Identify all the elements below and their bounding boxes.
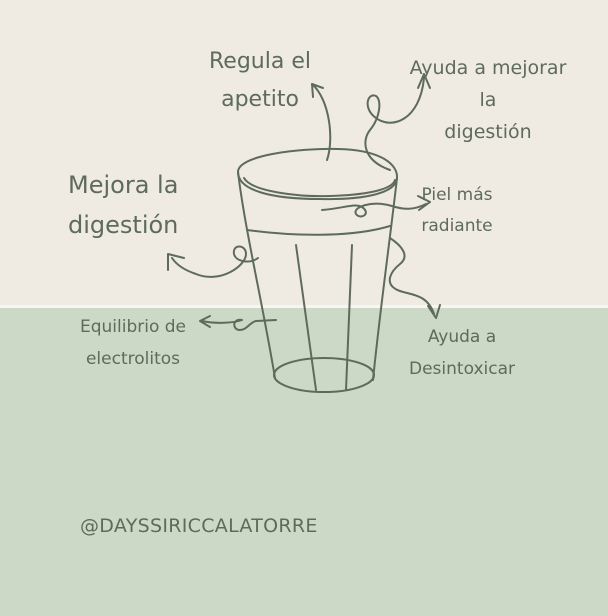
label-text: apetito	[221, 87, 299, 112]
label-text: Ayuda a	[427, 327, 497, 347]
glass-rib-left	[295, 244, 317, 391]
label-piel-radiante: Piel más radiante	[398, 180, 516, 242]
glass-rib-right	[345, 244, 353, 391]
label-ayuda-desintoxicar: Ayuda a Desintoxicar	[393, 321, 531, 385]
label-text: digestión	[68, 211, 179, 239]
glass-right-side	[372, 177, 398, 381]
label-ayuda-mejorar-digestion: Ayuda a mejorar la digestión	[388, 52, 588, 148]
glass-base	[273, 357, 375, 393]
label-mejora-digestion: Mejora la digestión	[60, 165, 218, 245]
label-text: Piel más	[421, 185, 493, 205]
label-regula-apetito: Regula el apetito	[180, 43, 340, 119]
label-text: Equilibrio de	[79, 317, 187, 337]
label-equilibrio-electrolitos: Equilibrio de electrolitos	[58, 311, 208, 375]
label-text: electrolitos	[85, 349, 181, 369]
label-text: Regula el	[209, 49, 311, 74]
glass-rim-inner	[243, 177, 396, 198]
glass-left-side	[237, 171, 276, 379]
label-text: Mejora la	[68, 171, 179, 199]
arrow-ayuda-mejorar	[364, 77, 425, 171]
label-text: Ayuda a mejorar	[409, 57, 567, 79]
arrow-desintox	[388, 237, 435, 315]
label-text: la	[479, 89, 497, 111]
label-text: Desintoxicar	[409, 359, 515, 379]
author-handle: @DAYSSIRICCALATORRE	[80, 515, 318, 537]
arrow-mejora	[171, 245, 259, 278]
water-line	[246, 225, 391, 236]
label-text: digestión	[444, 121, 532, 143]
arrow-piel	[321, 202, 427, 218]
top-background	[0, 0, 608, 307]
arrow-equilibrio	[201, 318, 277, 331]
label-text: radiante	[421, 216, 493, 236]
arrow-regula	[311, 83, 332, 161]
